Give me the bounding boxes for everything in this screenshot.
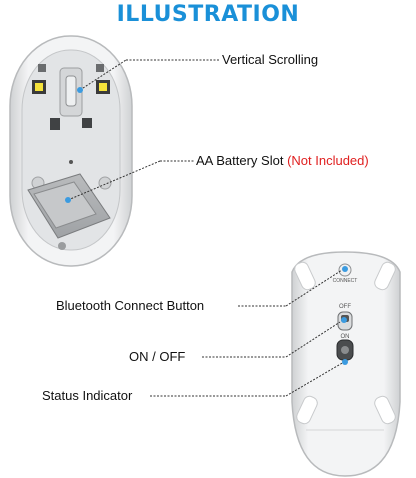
- leader-vertical-scrolling: [79, 59, 127, 91]
- callout-dot: [342, 266, 348, 272]
- connect-switch-label: CONNECT: [333, 278, 358, 284]
- foot-pad: [296, 395, 318, 425]
- leader-aa-battery-slot: [67, 160, 161, 201]
- not-included-note: (Not Included): [287, 153, 369, 168]
- callout-dot: [65, 197, 71, 203]
- callout-dots: [65, 87, 348, 365]
- open-mouse-view: [9, 35, 133, 267]
- aa-battery-slot-label: AA Battery Slot: [196, 153, 284, 168]
- foot-pad: [294, 261, 316, 291]
- aa-battery-slot-callout: AA Battery Slot (Not Included): [196, 153, 369, 168]
- callout-dot: [341, 317, 347, 323]
- page-title: ILLUSTRATION: [116, 2, 300, 27]
- foot-pad: [374, 395, 396, 425]
- vertical-scrolling-label: Vertical Scrolling: [222, 52, 319, 67]
- status-indicator-label: Status Indicator: [42, 388, 133, 403]
- bluetooth-connect-button-label: Bluetooth Connect Button: [56, 298, 205, 313]
- callout-leaders: [67, 59, 345, 397]
- on-off-label: ON / OFF: [129, 349, 186, 364]
- off-switch-label: OFF: [339, 304, 351, 310]
- foot-pad: [374, 261, 396, 291]
- callout-dot: [342, 359, 348, 365]
- scroll-wheel-icon: [65, 75, 77, 107]
- callout-dot: [77, 87, 83, 93]
- on-switch-label: ON: [341, 334, 350, 340]
